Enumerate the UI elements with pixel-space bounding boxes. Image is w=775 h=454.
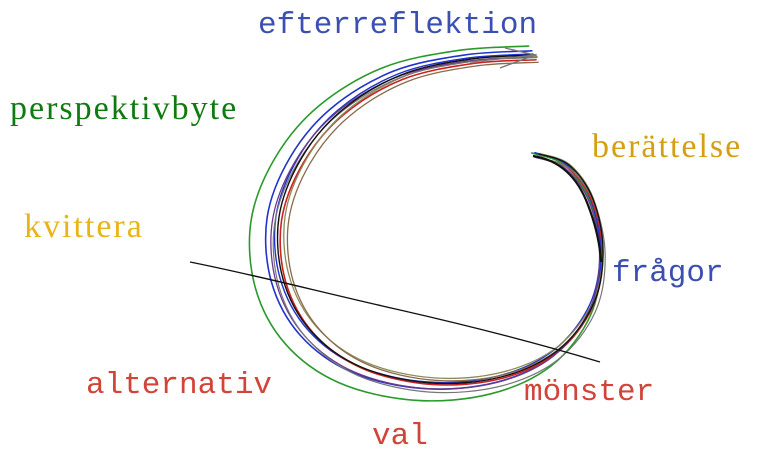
- label-perspektivbyte: perspektivbyte: [10, 90, 239, 127]
- spiral-strokes: [248, 45, 606, 402]
- spiral-stroke: [272, 56, 606, 394]
- label-efterreflektion: efterreflektion: [258, 8, 538, 43]
- spiral-start-tail: [532, 154, 603, 263]
- spiral-stroke: [276, 54, 604, 385]
- label-val: val: [372, 419, 428, 454]
- spiral-stroke: [286, 61, 604, 382]
- label-alternativ: alternativ: [86, 368, 273, 403]
- label-kvittera: kvittera: [24, 208, 144, 245]
- crossing-line: [189, 261, 601, 363]
- arrowhead: [469, 47, 538, 69]
- spiral-stroke: [283, 55, 604, 380]
- spiral-stroke: [279, 58, 604, 386]
- label-fragor: frågor: [612, 256, 724, 291]
- label-monster: mönster: [524, 375, 655, 410]
- label-berattelse: berättelse: [592, 128, 743, 165]
